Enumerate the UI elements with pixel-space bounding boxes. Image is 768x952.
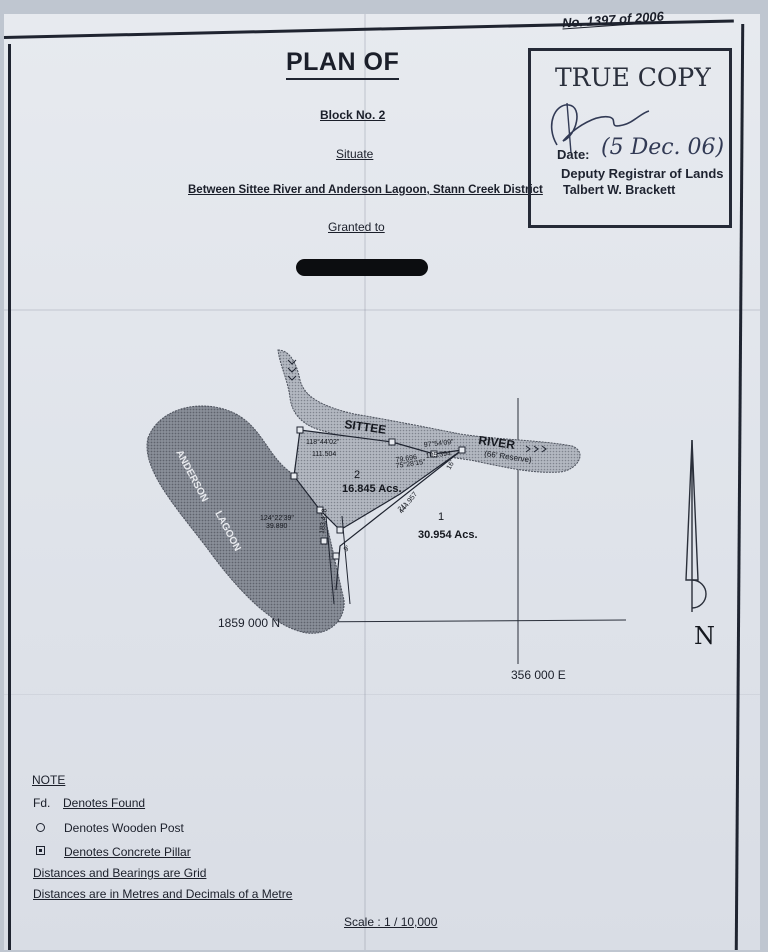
parcel-1-id: 1 bbox=[438, 511, 444, 523]
parcel-2-id: 2 bbox=[354, 469, 360, 481]
stamp-name: Talbert W. Brackett bbox=[563, 183, 676, 197]
fold-crease-horizontal-lower bbox=[4, 694, 760, 695]
note-wooden-post-text: Denotes Wooden Post bbox=[64, 821, 184, 835]
easting-coordinate: 356 000 E bbox=[511, 668, 566, 682]
redacted-name bbox=[296, 259, 428, 276]
note-found-symbol: Fd. bbox=[33, 796, 51, 810]
northing-grid-line bbox=[289, 619, 627, 623]
scale-label: Scale : 1 / 10,000 bbox=[344, 915, 438, 929]
stamp-role: Deputy Registrar of Lands bbox=[561, 166, 724, 181]
parcel-1-boundary bbox=[335, 449, 463, 591]
note-found-text: Denotes Found bbox=[63, 796, 146, 810]
note-metres-line: Distances are in Metres and Decimals of … bbox=[33, 887, 293, 901]
location-text: Between Sittee River and Anderson Lagoon… bbox=[188, 184, 543, 196]
reserve-width-label: 16' bbox=[446, 460, 457, 471]
granted-to-label: Granted to bbox=[328, 220, 385, 234]
note-concrete-pillar-text: Denotes Concrete Pillar bbox=[64, 845, 191, 859]
wooden-post-symbol-icon bbox=[36, 823, 45, 832]
distance-label: 105.394 bbox=[425, 450, 451, 460]
bearing-label: 97°54'09" bbox=[423, 438, 454, 449]
parcel-1-area: 30.954 Acs. bbox=[418, 529, 478, 541]
true-copy-stamp: TRUE COPY Date: (5 Dec. 06) Deputy Regis… bbox=[528, 48, 732, 228]
stamp-date-handwritten: (5 Dec. 06) bbox=[601, 135, 725, 160]
fold-crease-horizontal bbox=[4, 309, 760, 311]
northing-coordinate: 1859 000 N bbox=[218, 616, 281, 630]
distance-label: 39.890 bbox=[266, 523, 288, 530]
notes-heading: NOTE bbox=[32, 773, 66, 787]
river-flow-arrows bbox=[287, 359, 547, 453]
anderson-lagoon bbox=[146, 405, 345, 634]
concrete-pillar-markers bbox=[290, 426, 466, 560]
block-number: Block No. 2 bbox=[320, 108, 386, 122]
sittee-river bbox=[277, 349, 581, 473]
reserve-width-label: 9' bbox=[343, 545, 352, 554]
parcel-2-area: 16.845 Acs. bbox=[342, 483, 402, 495]
north-arrow-icon bbox=[685, 439, 707, 612]
stamp-date-label: Date: bbox=[557, 147, 590, 162]
plan-title: PLAN OF bbox=[286, 48, 400, 80]
distance-label: 79.696 bbox=[395, 454, 417, 464]
situate-label: Situate bbox=[336, 147, 374, 161]
signature-scribble bbox=[551, 102, 650, 154]
north-label: N bbox=[694, 622, 715, 650]
frame-border-left bbox=[8, 44, 11, 950]
concrete-pillar-symbol-icon bbox=[36, 846, 45, 855]
reserve-width-label: 21' bbox=[397, 502, 408, 513]
distance-label: 111.504 bbox=[312, 451, 336, 458]
bearing-label: 124°22'39" bbox=[260, 514, 294, 522]
stamp-title: TRUE COPY bbox=[555, 63, 711, 92]
river-label-sittee: SITTEE bbox=[344, 417, 388, 437]
parcel-2-boundary bbox=[293, 429, 463, 531]
distance-label: 183.428 bbox=[319, 508, 329, 534]
bearing-label: 118°44'02" bbox=[306, 438, 340, 446]
note-grid-line: Distances and Bearings are Grid bbox=[33, 866, 207, 880]
river-label-river: RIVER bbox=[478, 433, 517, 452]
